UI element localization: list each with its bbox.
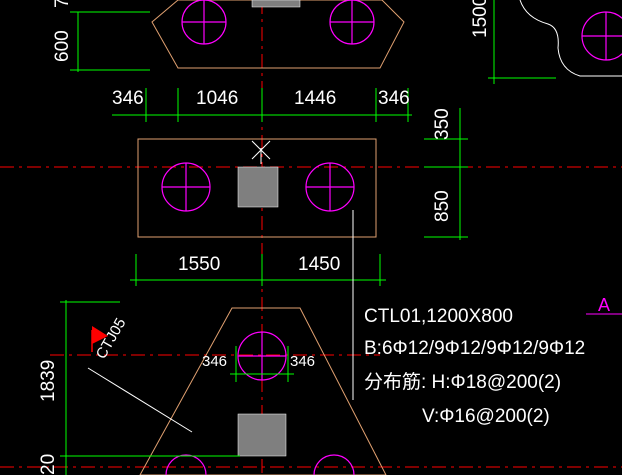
dim-7: 7 xyxy=(52,0,73,8)
dim-350: 350 xyxy=(432,108,453,140)
annotation-line-3: 分布筋: H:Φ18@200(2) xyxy=(364,371,561,393)
column-top xyxy=(251,0,301,8)
dim-mid-346-left: 346 xyxy=(202,353,227,370)
pile-bottom-right xyxy=(313,454,355,475)
dim-mid-346-right: 346 xyxy=(290,353,315,370)
dim-1500: 1500 xyxy=(470,0,491,38)
pile-cap-middle-outline xyxy=(137,138,377,238)
annotation-line-4: V:Φ16@200(2) xyxy=(422,406,550,427)
insertion-marker xyxy=(251,140,271,164)
column-middle xyxy=(237,166,279,208)
dimension-lines-upper xyxy=(70,0,556,286)
pile-cap-middle[interactable] xyxy=(137,138,377,400)
dim-850: 850 xyxy=(432,190,453,222)
annotation-line-2: B:6Φ12/9Φ12/9Φ12/9Φ12 xyxy=(364,338,585,359)
dim-1839: 1839 xyxy=(38,360,59,402)
flag-icon xyxy=(92,326,108,344)
axis-bubble-label: A xyxy=(598,295,610,315)
dim-600: 600 xyxy=(52,30,73,62)
dim-20: 20 xyxy=(38,454,59,475)
column-bottom xyxy=(237,413,287,457)
arc-cap-outline xyxy=(519,0,622,77)
axis-bubble-a[interactable]: A xyxy=(586,295,622,315)
cap-annotation[interactable]: CTL01,1200X800 B:6Φ12/9Φ12/9Φ12/9Φ12 分布筋… xyxy=(364,306,585,427)
pile-cap-top-right[interactable] xyxy=(519,0,622,77)
dim-1550: 1550 xyxy=(178,254,220,275)
dim-1450: 1450 xyxy=(298,254,340,275)
dim-1446: 1446 xyxy=(294,88,336,109)
ct-tag-leader xyxy=(87,367,193,433)
annotation-line-1: CTL01,1200X800 xyxy=(364,306,513,327)
dimension-lines-lower xyxy=(60,300,294,475)
dim-346-right: 346 xyxy=(378,88,410,109)
pile-cap-top[interactable] xyxy=(151,0,405,69)
pile-cap-top-outline xyxy=(151,0,405,69)
pile-bottom-left xyxy=(165,454,207,475)
dim-346-left: 346 xyxy=(112,88,144,109)
dim-1046: 1046 xyxy=(196,88,238,109)
